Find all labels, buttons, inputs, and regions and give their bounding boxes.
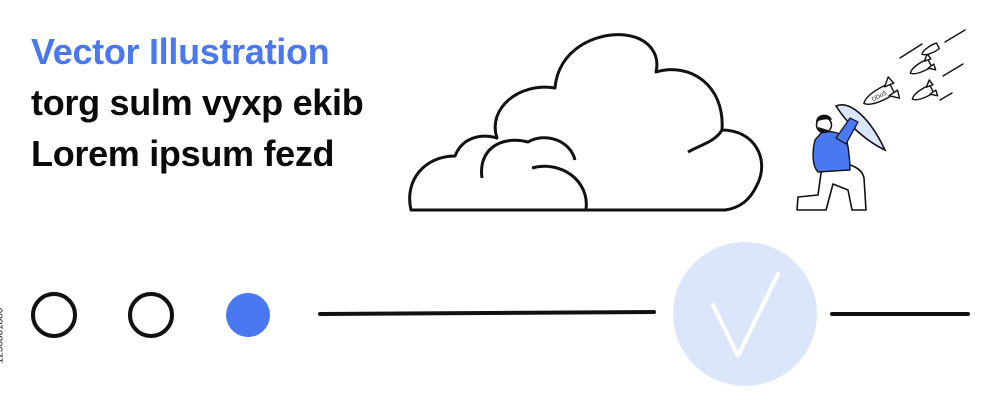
- person-with-shield-illustration: [796, 104, 887, 211]
- step-dot-3-active: [226, 293, 270, 337]
- headline: Vector Illustration torg sulm vyxp ekib …: [31, 26, 391, 179]
- step-dot-1: [31, 292, 77, 338]
- missile-icon: DDoS: [863, 29, 966, 105]
- headline-accent: Vector Illustration: [31, 31, 330, 72]
- cloud-icon: [408, 33, 764, 212]
- step-dot-2: [128, 292, 174, 338]
- check-icon: [673, 242, 817, 386]
- progress-dots: [31, 292, 270, 338]
- progress-line-left: [318, 310, 656, 316]
- headline-body: torg sulm vyxp ekib Lorem ipsum fezd: [31, 82, 364, 174]
